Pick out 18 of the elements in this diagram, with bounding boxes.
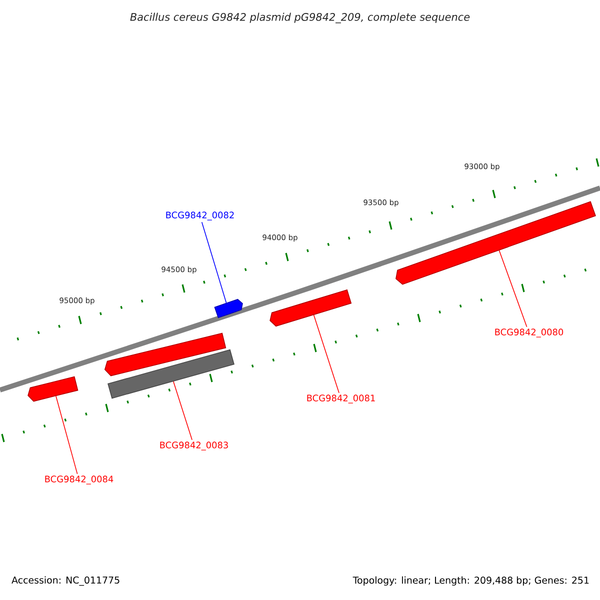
gene-label: BCG9842_0082	[166, 212, 234, 220]
summary-text: Topology: linear; Length: 209,488 bp; Genes: 251	[352, 576, 589, 586]
gene-block	[214, 298, 243, 318]
gene-label: BCG9842_0080	[495, 328, 564, 338]
accession-text: Accession: NC_011775	[12, 576, 120, 586]
leader-line	[173, 381, 192, 440]
gene-label: BCG9842_0084	[45, 476, 114, 484]
gene-block	[270, 289, 352, 327]
title: Bacillus cereus G9842 plasmid pG9842_209, complete sequence	[130, 12, 470, 24]
gene-bar	[108, 349, 234, 399]
gene-label: BCG9842_0083	[160, 442, 228, 450]
leader-line	[56, 396, 78, 474]
leader-line	[201, 222, 227, 304]
leader-line	[313, 314, 340, 394]
gene-block	[104, 332, 226, 376]
gene-label: BCG9842_0081	[307, 394, 375, 404]
gene-block	[28, 376, 78, 402]
leader-line	[498, 250, 528, 328]
